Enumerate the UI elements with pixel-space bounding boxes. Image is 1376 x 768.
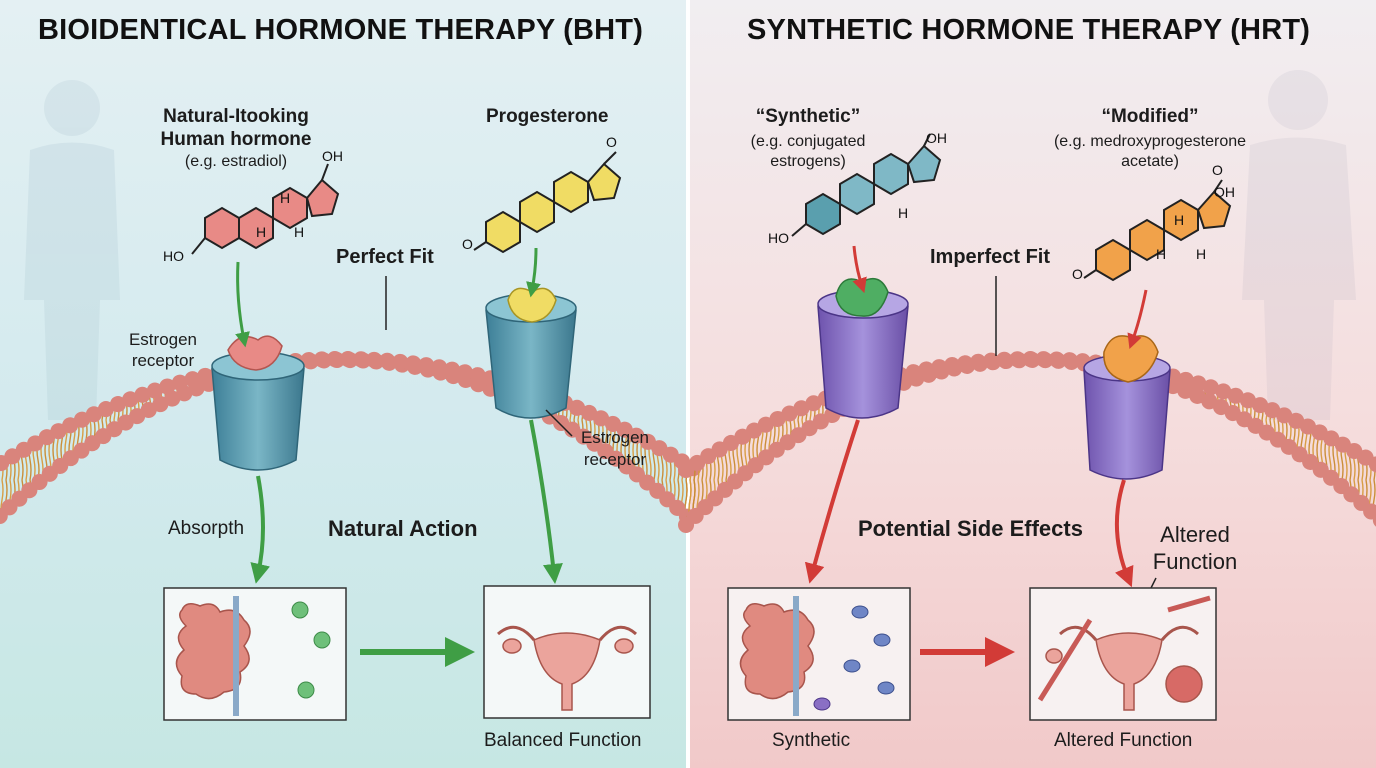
synthetic-estrogen-molecule-icon [791,133,942,237]
hormone-label: Natural-Itooking [163,106,309,127]
perfect-fit-label: Perfect Fit [336,246,434,268]
hormone-example: (e.g. estradiol) [184,153,288,170]
modified-progestin-bound-icon [1103,335,1159,383]
uterus-icon [1037,595,1211,711]
chem-h-label: H [1174,212,1185,228]
intestine-box-left [163,587,347,721]
altered-function-label: Altered Function [1054,730,1193,751]
hormone-particle-icon [851,605,869,619]
chem-o-label: O [1072,266,1083,282]
arrow-synthetic-to-receptor [852,245,867,294]
estrogen-receptor-label-2: Estrogen [580,428,650,447]
arrow-receptor-to-intestine [250,475,270,584]
chem-ho-label: HO [768,230,789,246]
hormone-particle-icon [313,631,331,649]
progesterone-molecule-icon [473,151,622,254]
hormone-particle-icon [877,681,895,695]
arrow-estradiol-to-receptor [235,261,250,348]
estrogen-receptor-label-2-line2: receptor [583,450,647,469]
synthetic-label: “Synthetic” [755,106,861,127]
arrow-receptor-to-uterus [529,419,563,584]
chem-h-label: H [294,224,305,240]
chem-ho-label: HO [163,248,184,264]
side-effects-label: Potential Side Effects [858,516,1083,541]
modified-example-line2: acetate) [1121,153,1179,170]
chem-o-label: O [606,134,617,150]
chem-oh-label: OH [926,130,947,146]
receptor-leader-line [545,409,573,437]
uterus-box-left [483,585,651,719]
uterus-icon [497,625,637,711]
synthetic-example: (e.g. conjugated [750,133,866,150]
imperfect-fit-label: Imperfect Fit [930,246,1051,268]
chem-h-label: H [898,205,909,221]
altered-function-callout-line2: Function [1152,549,1238,574]
chem-h-label: H [1156,246,1167,262]
hormone-particle-icon [873,633,891,647]
arrow-progesterone-to-receptor [526,247,541,298]
balanced-function-label: Balanced Function [484,730,642,751]
intestine-icon [739,596,815,716]
hormone-particle-icon [297,681,315,699]
intestine-box-right [727,587,911,721]
hormone-label-line2: Human hormone [160,129,312,150]
left-panel-title: BIOIDENTICAL HORMONE THERAPY (BHT) [38,14,644,46]
arrow-modified-to-receptor [1127,289,1148,350]
right-panel-title: SYNTHETIC HORMONE THERAPY (HRT) [747,14,1311,46]
faint-body-silhouette-right [1242,70,1356,420]
chem-h-label: H [256,224,267,240]
synthetic-example-line2: estrogens) [770,153,846,170]
estradiol-molecule-icon [191,163,340,255]
chem-h-label: H [280,190,291,206]
synthetic-source-label: Synthetic [772,730,851,751]
modified-label: “Modified” [1101,106,1199,127]
hormone-particle-icon [843,659,861,673]
estrogen-receptor-label: Estrogen [128,330,198,349]
arrow-receptor-to-intestine-right [804,419,860,584]
hormone-particle-icon [291,601,309,619]
estrogen-receptor-label-line2: receptor [131,351,195,370]
chem-oh-label: OH [322,148,343,164]
modified-progestin-molecule-icon [1083,179,1232,282]
chem-o-label: O [462,236,473,252]
uterus-box-right [1029,587,1217,721]
progesterone-bound-icon [507,287,557,323]
hormone-particle-icon [813,697,831,711]
intestine-icon [175,596,251,716]
synthetic-estrogen-bound-icon [835,277,889,317]
panel-divider [686,0,690,768]
chem-h-label: H [1196,246,1207,262]
chem-o-label: O [1212,162,1223,178]
faint-body-silhouette-left [24,80,120,420]
arrow-receptor-to-uterus-right [1114,479,1134,588]
absorption-label: Absorpth [168,518,245,539]
natural-action-label: Natural Action [328,516,478,541]
chem-oh-label: OH [1214,184,1235,200]
progesterone-label: Progesterone [486,106,609,127]
altered-function-callout: Altered [1160,522,1230,547]
modified-example: (e.g. medroxyprogesterone [1053,133,1247,150]
